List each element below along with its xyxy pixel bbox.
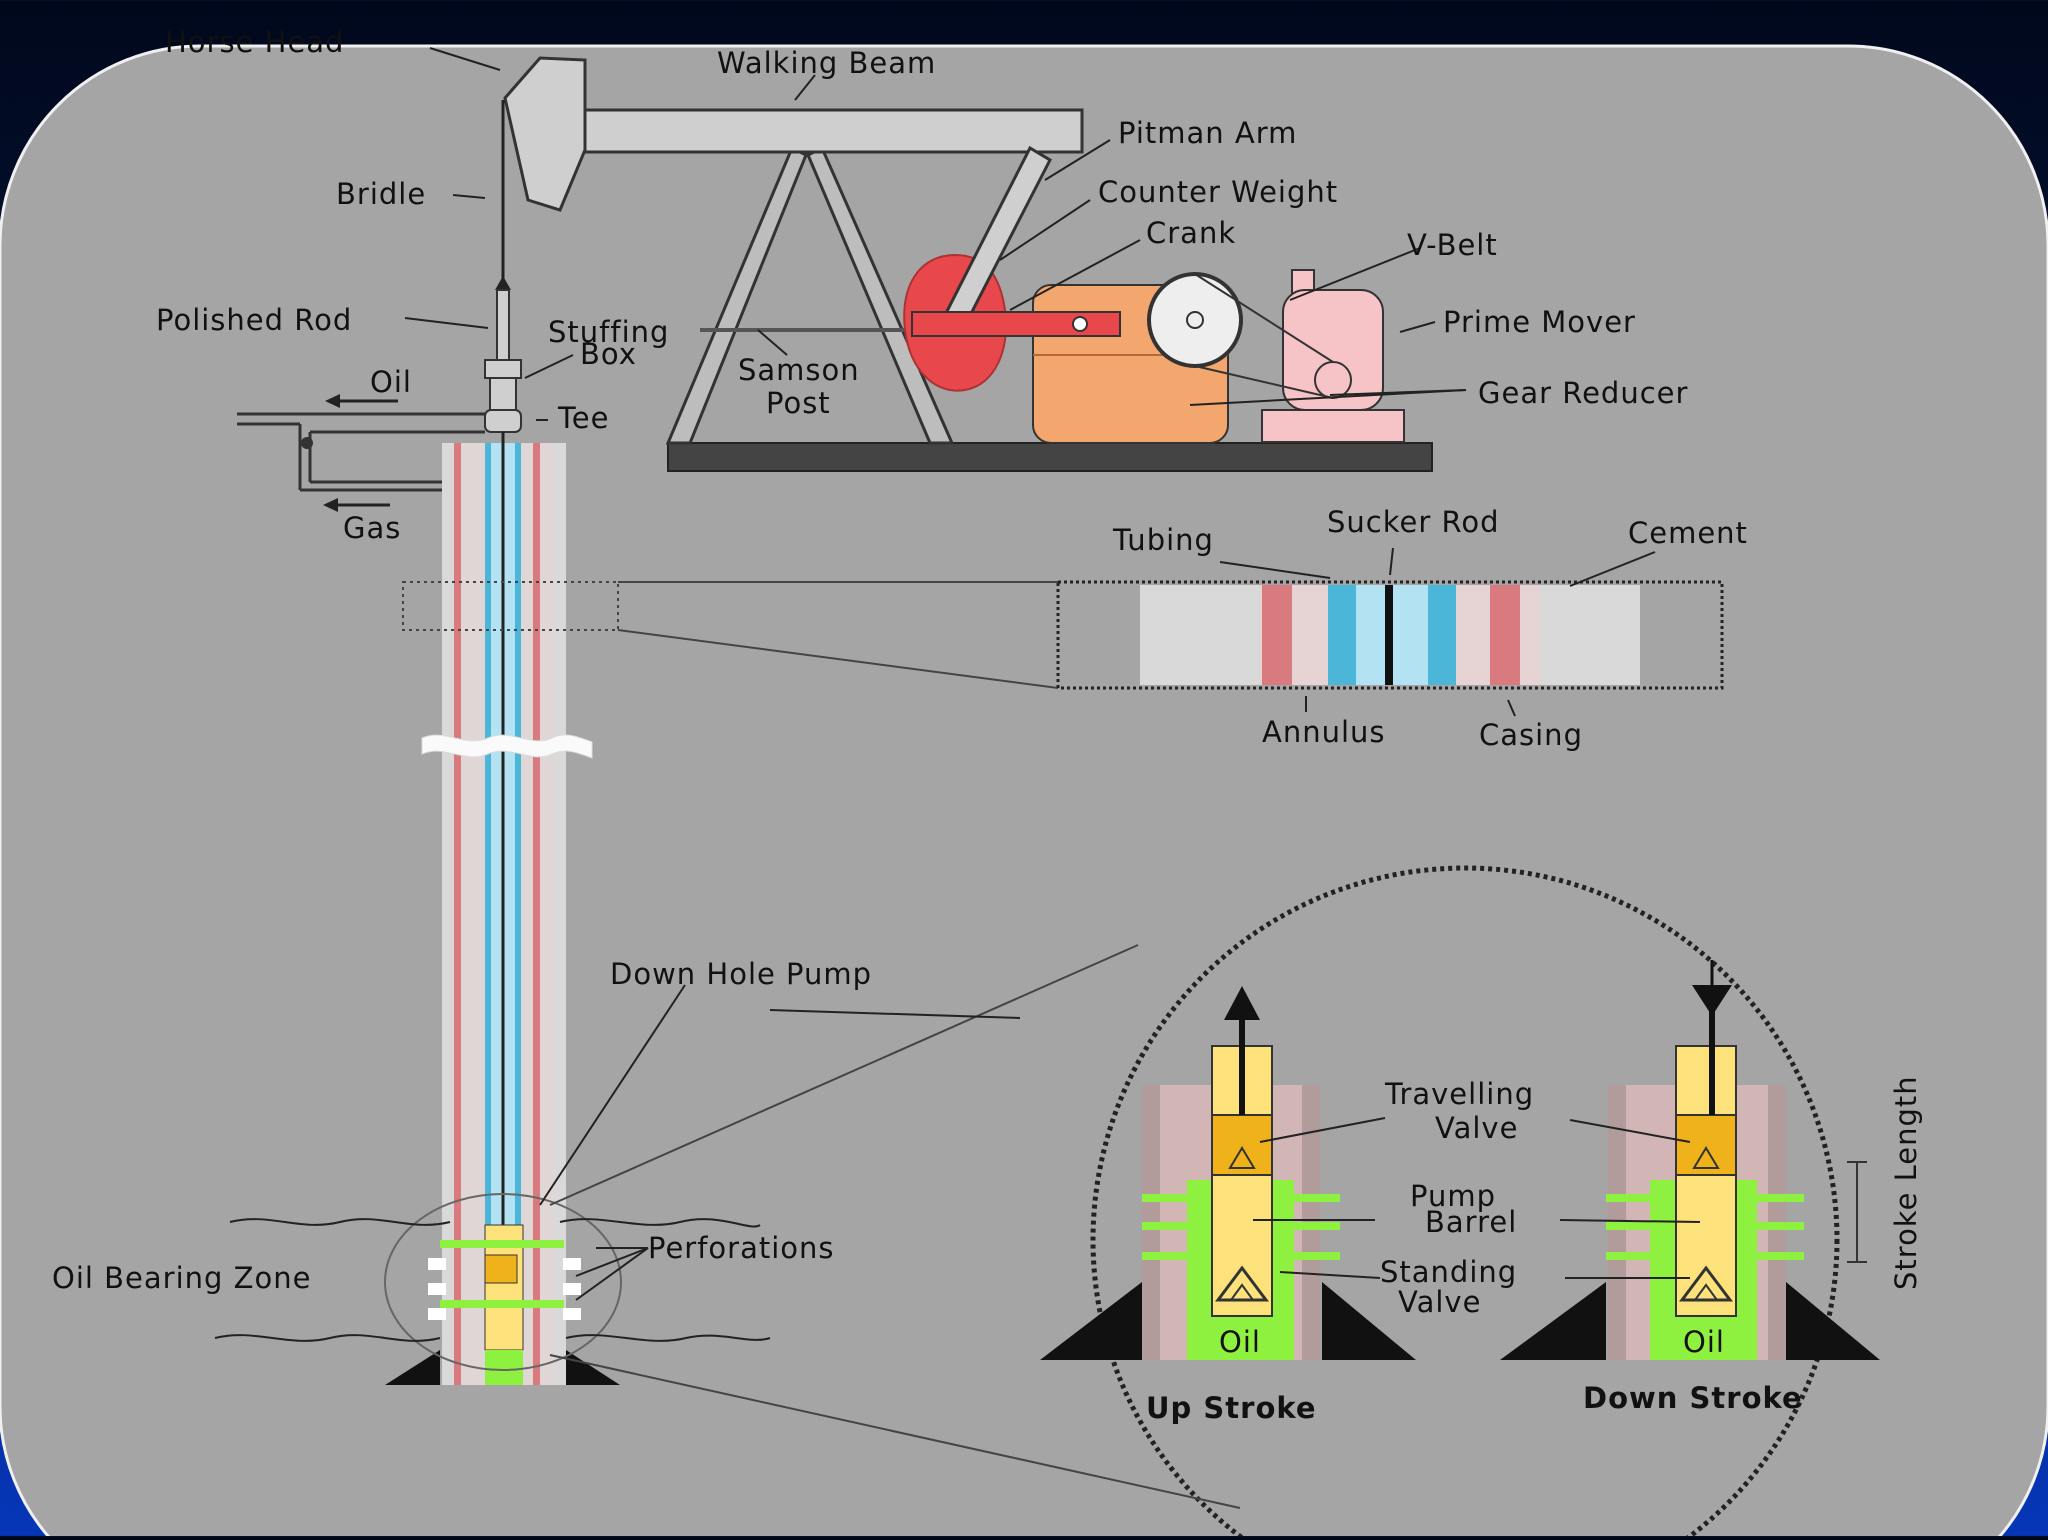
label-down-stroke: Down Stroke [1583, 1381, 1803, 1415]
label-standing-valve-1: Standing [1380, 1255, 1517, 1289]
down-stroke-travelling-valve [1675, 1114, 1737, 1176]
cross-section-sucker-rod [1385, 585, 1393, 685]
label-samson-post-1: Samson [738, 353, 860, 387]
cross-section [402, 580, 1724, 690]
label-annulus: Annulus [1262, 715, 1386, 749]
downhole-labels: Down Hole Pump Oil Bearing Zone Perforat… [52, 957, 872, 1295]
rock-right [566, 1350, 620, 1385]
pump-detail-circle [1090, 865, 1840, 1540]
label-oil-up: Oil [1219, 1325, 1261, 1359]
label-crank: Crank [1146, 216, 1236, 250]
rock-left [385, 1350, 440, 1385]
zone-bottom-line [214, 1334, 441, 1342]
label-down-hole-pump: Down Hole Pump [610, 957, 872, 991]
label-horse-head: Horse Head [165, 25, 344, 59]
label-pitman-arm: Pitman Arm [1118, 116, 1297, 150]
down-stroke-pump [1500, 960, 1880, 1360]
label-tee: Tee [557, 401, 609, 435]
label-stroke-length: Stroke Length [1889, 1075, 1923, 1290]
oil-bearing-zone-circle [384, 1193, 622, 1371]
pump-detail-labels: Travelling Valve Pump Barrel Standing Va… [1146, 1075, 1923, 1425]
oil-arrow [325, 394, 340, 408]
label-cement: Cement [1628, 516, 1748, 550]
label-standing-valve-2: Valve [1398, 1285, 1481, 1319]
label-oil-bearing-zone: Oil Bearing Zone [52, 1261, 311, 1295]
label-tubing: Tubing [1112, 523, 1214, 557]
leader-lines [404, 47, 1701, 1301]
up-arrow [1224, 986, 1260, 1020]
label-polished-rod: Polished Rod [156, 303, 352, 337]
gear-reducer-pulley [1147, 272, 1243, 368]
label-walking-beam: Walking Beam [717, 46, 936, 80]
crank [911, 311, 1121, 337]
stroke-length-bracket [1847, 1161, 1867, 1263]
prime-mover [1261, 269, 1405, 443]
label-casing: Casing [1479, 718, 1583, 752]
label-stuffing-box-2: Box [580, 337, 637, 371]
zone-top-line [229, 1218, 451, 1226]
well-break [421, 734, 593, 759]
label-prime-mover: Prime Mover [1443, 305, 1636, 339]
casing-left [454, 443, 461, 1385]
label-gas: Gas [343, 511, 401, 545]
label-perforations: Perforations [648, 1231, 835, 1265]
stuffing-box [484, 359, 522, 379]
label-sucker-rod: Sucker Rod [1327, 505, 1499, 539]
up-stroke-travelling-valve [1211, 1114, 1273, 1176]
cross-section-casing-right [1490, 585, 1520, 685]
label-oil-down: Oil [1683, 1325, 1725, 1359]
pump-detail [549, 865, 1880, 1540]
label-oil: Oil [370, 365, 412, 399]
label-bridle: Bridle [336, 177, 426, 211]
label-v-belt: V-Belt [1407, 228, 1498, 262]
pump-jack-base [667, 442, 1433, 472]
cross-section-casing-left [1262, 585, 1292, 685]
label-counter-weight: Counter Weight [1098, 175, 1338, 209]
walking-beam [558, 108, 1084, 154]
cross-section-labels: Tubing Sucker Rod Cement Annulus Casing [1112, 505, 1748, 752]
wellbore [214, 432, 771, 1385]
polished-rod [496, 289, 510, 361]
label-gear-reducer: Gear Reducer [1478, 376, 1688, 410]
gas-arrow [323, 498, 338, 512]
down-arrow [1692, 985, 1732, 1016]
v-belt [1194, 273, 1334, 399]
label-travelling-valve-1: Travelling [1384, 1077, 1534, 1111]
well-oil [485, 1350, 523, 1385]
surface-labels: Horse Head Walking Beam Pitman Arm Count… [156, 25, 1688, 545]
horse-head [503, 56, 587, 212]
tee [484, 409, 522, 433]
cross-section-source [402, 581, 619, 631]
cross-section-box [1056, 580, 1724, 690]
cross-section-tubing-left [1328, 585, 1356, 685]
label-samson-post-2: Post [766, 386, 831, 420]
casing-right [533, 443, 540, 1385]
label-stuffing-box-1: Stuffing [548, 315, 669, 349]
label-pump-barrel-1: Pump [1410, 1179, 1496, 1213]
well-perforations [440, 1240, 564, 1308]
label-up-stroke: Up Stroke [1146, 1391, 1317, 1425]
up-stroke-pump [1040, 986, 1416, 1360]
pump-jack [237, 56, 1433, 512]
label-travelling-valve-2: Valve [1435, 1111, 1518, 1145]
cross-section-tubing-right [1428, 585, 1456, 685]
label-pump-barrel-2: Barrel [1425, 1205, 1517, 1239]
